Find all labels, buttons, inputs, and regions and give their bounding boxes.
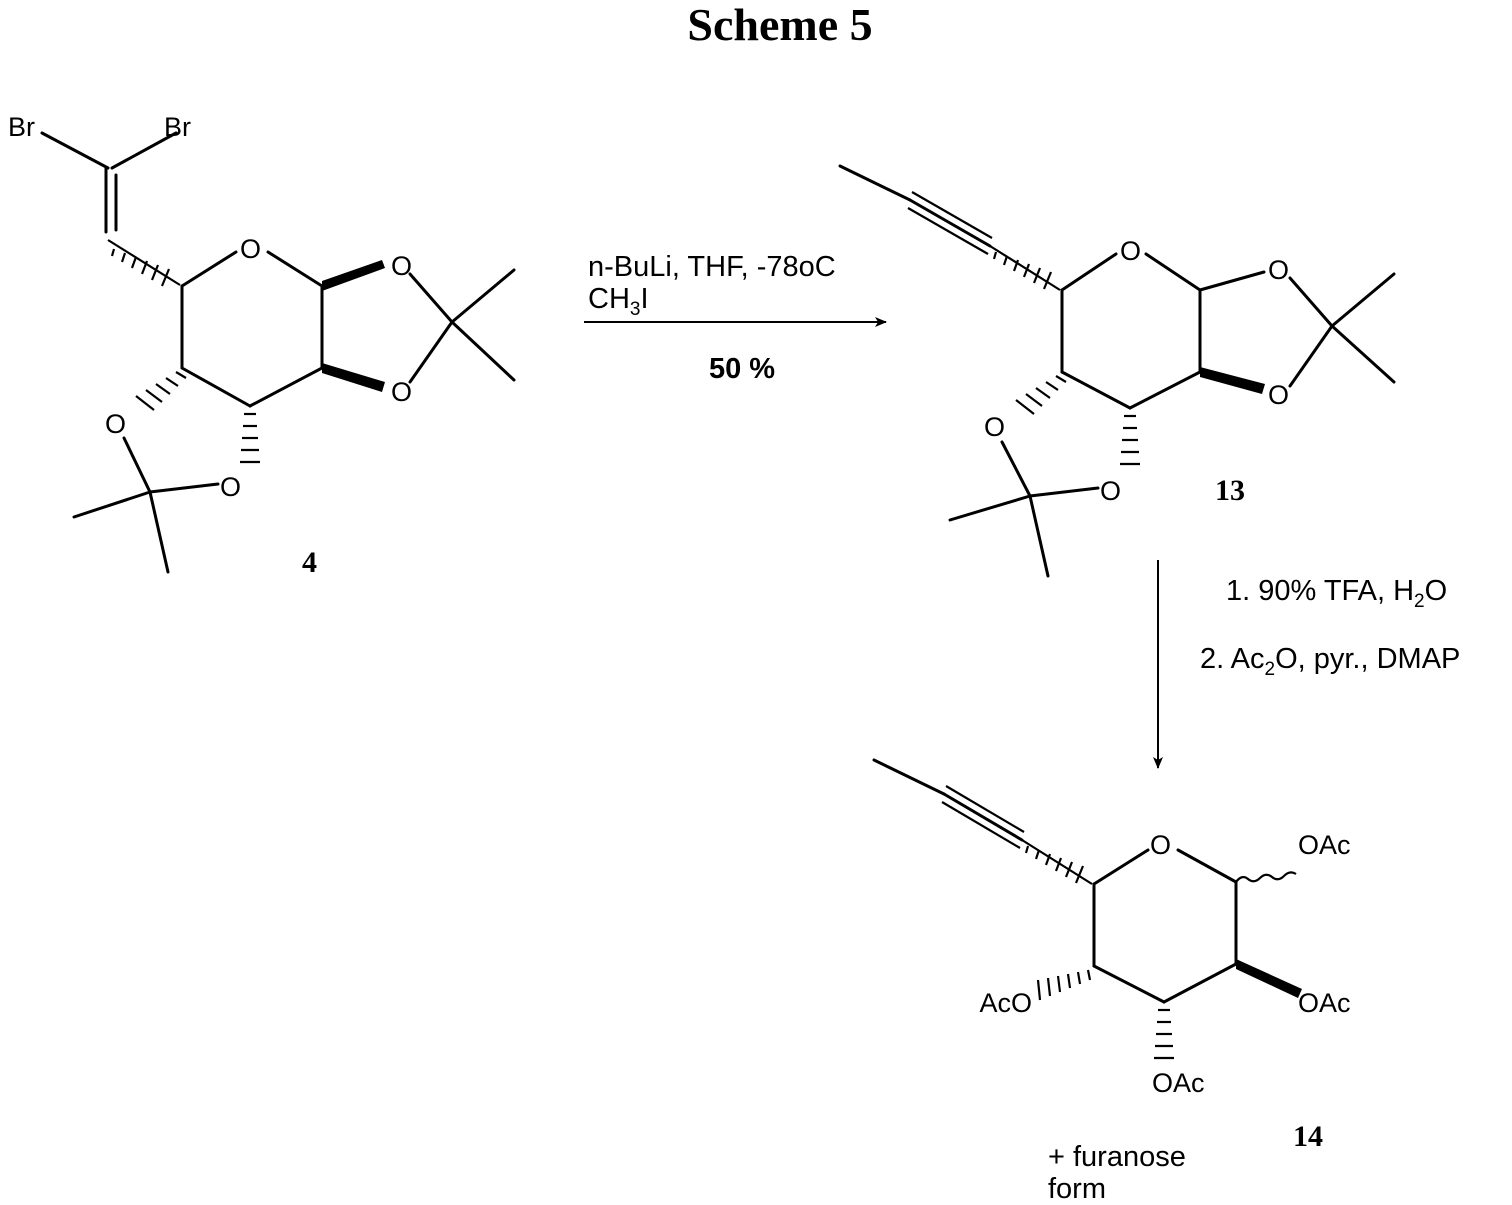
- c4-ring-oxygen: O: [240, 234, 261, 264]
- reaction-1-conditions-line1: n-BuLi, THF, -78oC: [588, 251, 836, 283]
- c4-atom-o3: O: [105, 409, 126, 439]
- c4-atom-o1: O: [391, 251, 412, 281]
- compound-14-structure: [874, 760, 1302, 1058]
- c4-atom-br2: Br: [164, 112, 191, 142]
- c14-oac-c3: OAc: [1152, 1068, 1205, 1098]
- c14-oac-anomeric: OAc: [1298, 830, 1351, 860]
- reaction-1-conditions-line2: CH3I: [588, 283, 649, 320]
- c13-atom-o2: O: [1268, 380, 1289, 410]
- c13-atom-o3: O: [984, 412, 1005, 442]
- c13-atom-o4: O: [1100, 476, 1121, 506]
- reaction-2-step-1: 1. 90% TFA, H2O: [1226, 575, 1447, 612]
- reaction-2-step-2: 2. Ac2O, pyr., DMAP: [1200, 643, 1460, 680]
- c13-atom-o1: O: [1268, 255, 1289, 285]
- furanose-note-line1: + furanose: [1048, 1141, 1186, 1173]
- reaction-1-yield: 50 %: [709, 353, 775, 385]
- compound-4-structure: [42, 133, 514, 572]
- c4-atom-br1: Br: [8, 112, 35, 142]
- c4-atom-o2: O: [391, 377, 412, 407]
- compound-13-structure: [840, 166, 1394, 576]
- c14-oac-c2: OAc: [1298, 988, 1351, 1018]
- compound-4-label: 4: [302, 546, 317, 579]
- compound-13-label: 13: [1215, 474, 1245, 507]
- c4-atom-o4: O: [220, 472, 241, 502]
- furanose-note-line2: form: [1048, 1173, 1106, 1205]
- c14-ring-oxygen: O: [1150, 830, 1171, 860]
- c13-ring-oxygen: O: [1120, 236, 1141, 266]
- scheme-title: Scheme 5: [687, 0, 872, 50]
- c14-aco-c4: AcO: [979, 988, 1032, 1018]
- compound-14-label: 14: [1293, 1120, 1323, 1153]
